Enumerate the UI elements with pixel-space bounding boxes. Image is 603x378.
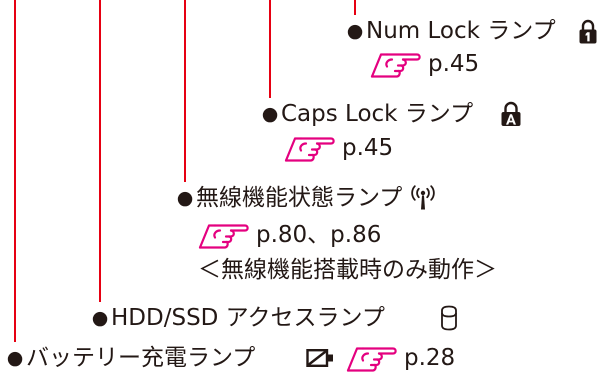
caps-lock-reference: p.45 [284, 134, 393, 162]
battery-charge-icon [306, 349, 333, 368]
wireless-lamp: 無線機能状態ランプ [196, 184, 438, 212]
bullet-battery: ● [6, 347, 24, 369]
wireless-icon [411, 185, 436, 210]
caps-lock-lamp: Caps Lock ランプ [281, 100, 522, 128]
battery-page-ref-link[interactable]: p.28 [346, 344, 455, 372]
bullet-num-lock: ● [346, 20, 364, 42]
num-lock-page-ref-link[interactable]: p.45 [370, 50, 479, 78]
wireless-note: ＜無線機能搭載時のみ動作＞ [198, 256, 497, 284]
battery-page-ref: p.28 [404, 345, 456, 371]
leader-line-num-lock [354, 0, 356, 15]
leader-line-caps-lock [269, 0, 271, 98]
battery-lamp-label: バッテリー充電ランプ [26, 345, 256, 371]
hdd-ssd-lamp-label: HDD/SSD アクセスランプ [111, 305, 385, 331]
page-reference-icon [198, 221, 250, 249]
wireless-lamp-label: 無線機能状態ランプ [196, 185, 403, 211]
battery-lamp: バッテリー充電ランプ p.28 [26, 344, 455, 372]
caps-lock-page-ref-link[interactable]: p.45 [284, 134, 393, 162]
num-lock-lamp-label: Num Lock ランプ [366, 18, 556, 44]
leader-line-battery [14, 0, 16, 342]
num-lock-reference: p.45 [370, 50, 479, 78]
wireless-reference: p.80、p.86 [198, 221, 381, 249]
page-reference-icon [284, 134, 336, 162]
caps-lock-page-ref: p.45 [342, 135, 394, 161]
page-reference-icon [370, 50, 422, 78]
wireless-page-ref: p.80、p.86 [256, 222, 382, 248]
page-reference-icon [346, 344, 398, 372]
bullet-hdd-ssd: ● [91, 307, 109, 329]
hdd-ssd-lamp: HDD/SSD アクセスランプ [111, 304, 458, 332]
num-lock-icon [579, 19, 597, 43]
num-lock-page-ref: p.45 [428, 51, 480, 77]
caps-lock-icon [501, 101, 521, 126]
leader-line-wireless [184, 0, 186, 182]
caps-lock-lamp-label: Caps Lock ランプ [281, 101, 474, 127]
bullet-caps-lock: ● [261, 103, 279, 125]
wireless-page-ref-link[interactable]: p.80、p.86 [198, 221, 381, 249]
leader-line-hdd-ssd [99, 0, 101, 302]
num-lock-lamp: Num Lock ランプ [366, 17, 598, 45]
bullet-wireless: ● [176, 187, 194, 209]
hdd-ssd-icon [441, 305, 457, 331]
wireless-note-text: ＜無線機能搭載時のみ動作＞ [198, 257, 497, 283]
